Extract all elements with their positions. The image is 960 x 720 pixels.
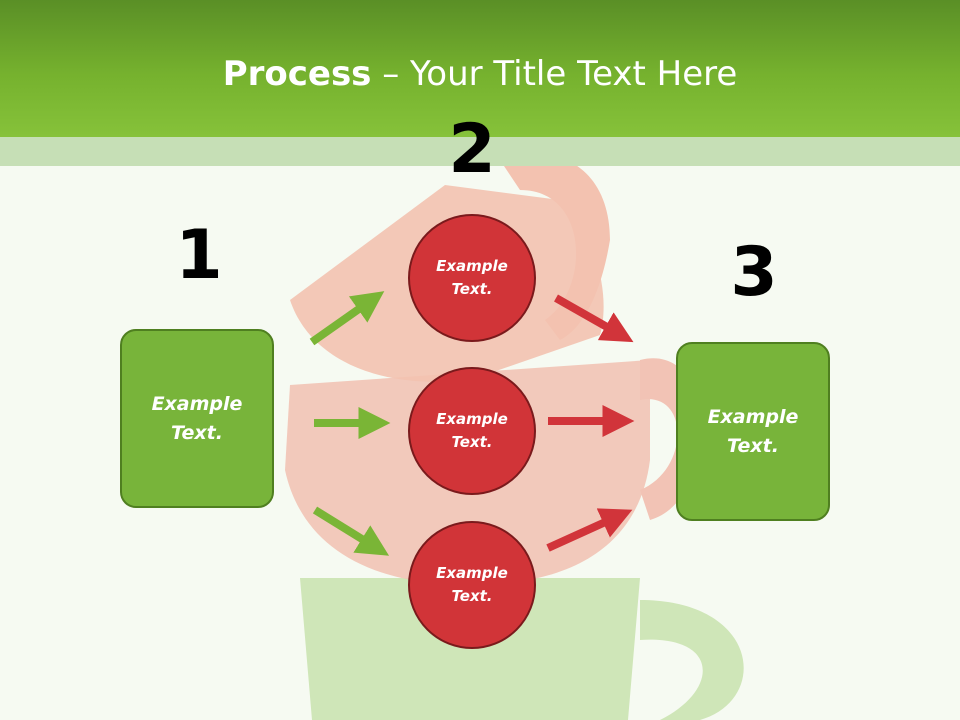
step-2-circle-top: Example Text.	[408, 214, 536, 342]
step-1-text: Example Text.	[151, 392, 243, 444]
step-2-circle-middle-text: Example Text.	[436, 410, 508, 451]
step-2-circle-bottom: Example Text.	[408, 521, 536, 649]
step-number-1: 1	[175, 216, 223, 295]
step-2-circle-bottom-text: Example Text.	[436, 564, 508, 605]
slide-title: Process – Your Title Text Here	[0, 52, 960, 96]
step-2-circle-middle: Example Text.	[408, 367, 536, 495]
step-2-circle-top-text: Example Text.	[436, 257, 508, 298]
step-number-2: 2	[448, 110, 496, 189]
step-number-3: 3	[730, 233, 778, 312]
arrow-to-top-circle	[309, 291, 385, 346]
slide-title-rest: – Your Title Text Here	[371, 54, 738, 94]
arrow-from-bottom-circle	[546, 508, 633, 552]
title-bar: Process – Your Title Text Here	[0, 0, 960, 137]
slide-title-bold: Process	[222, 54, 372, 94]
arrow-to-bottom-circle	[312, 506, 390, 556]
header-band	[0, 137, 960, 166]
arrow-from-top-circle	[554, 294, 634, 343]
step-3-text: Example Text.	[707, 405, 799, 457]
step-1-box: Example Text.	[120, 329, 274, 508]
step-3-box: Example Text.	[676, 342, 830, 521]
